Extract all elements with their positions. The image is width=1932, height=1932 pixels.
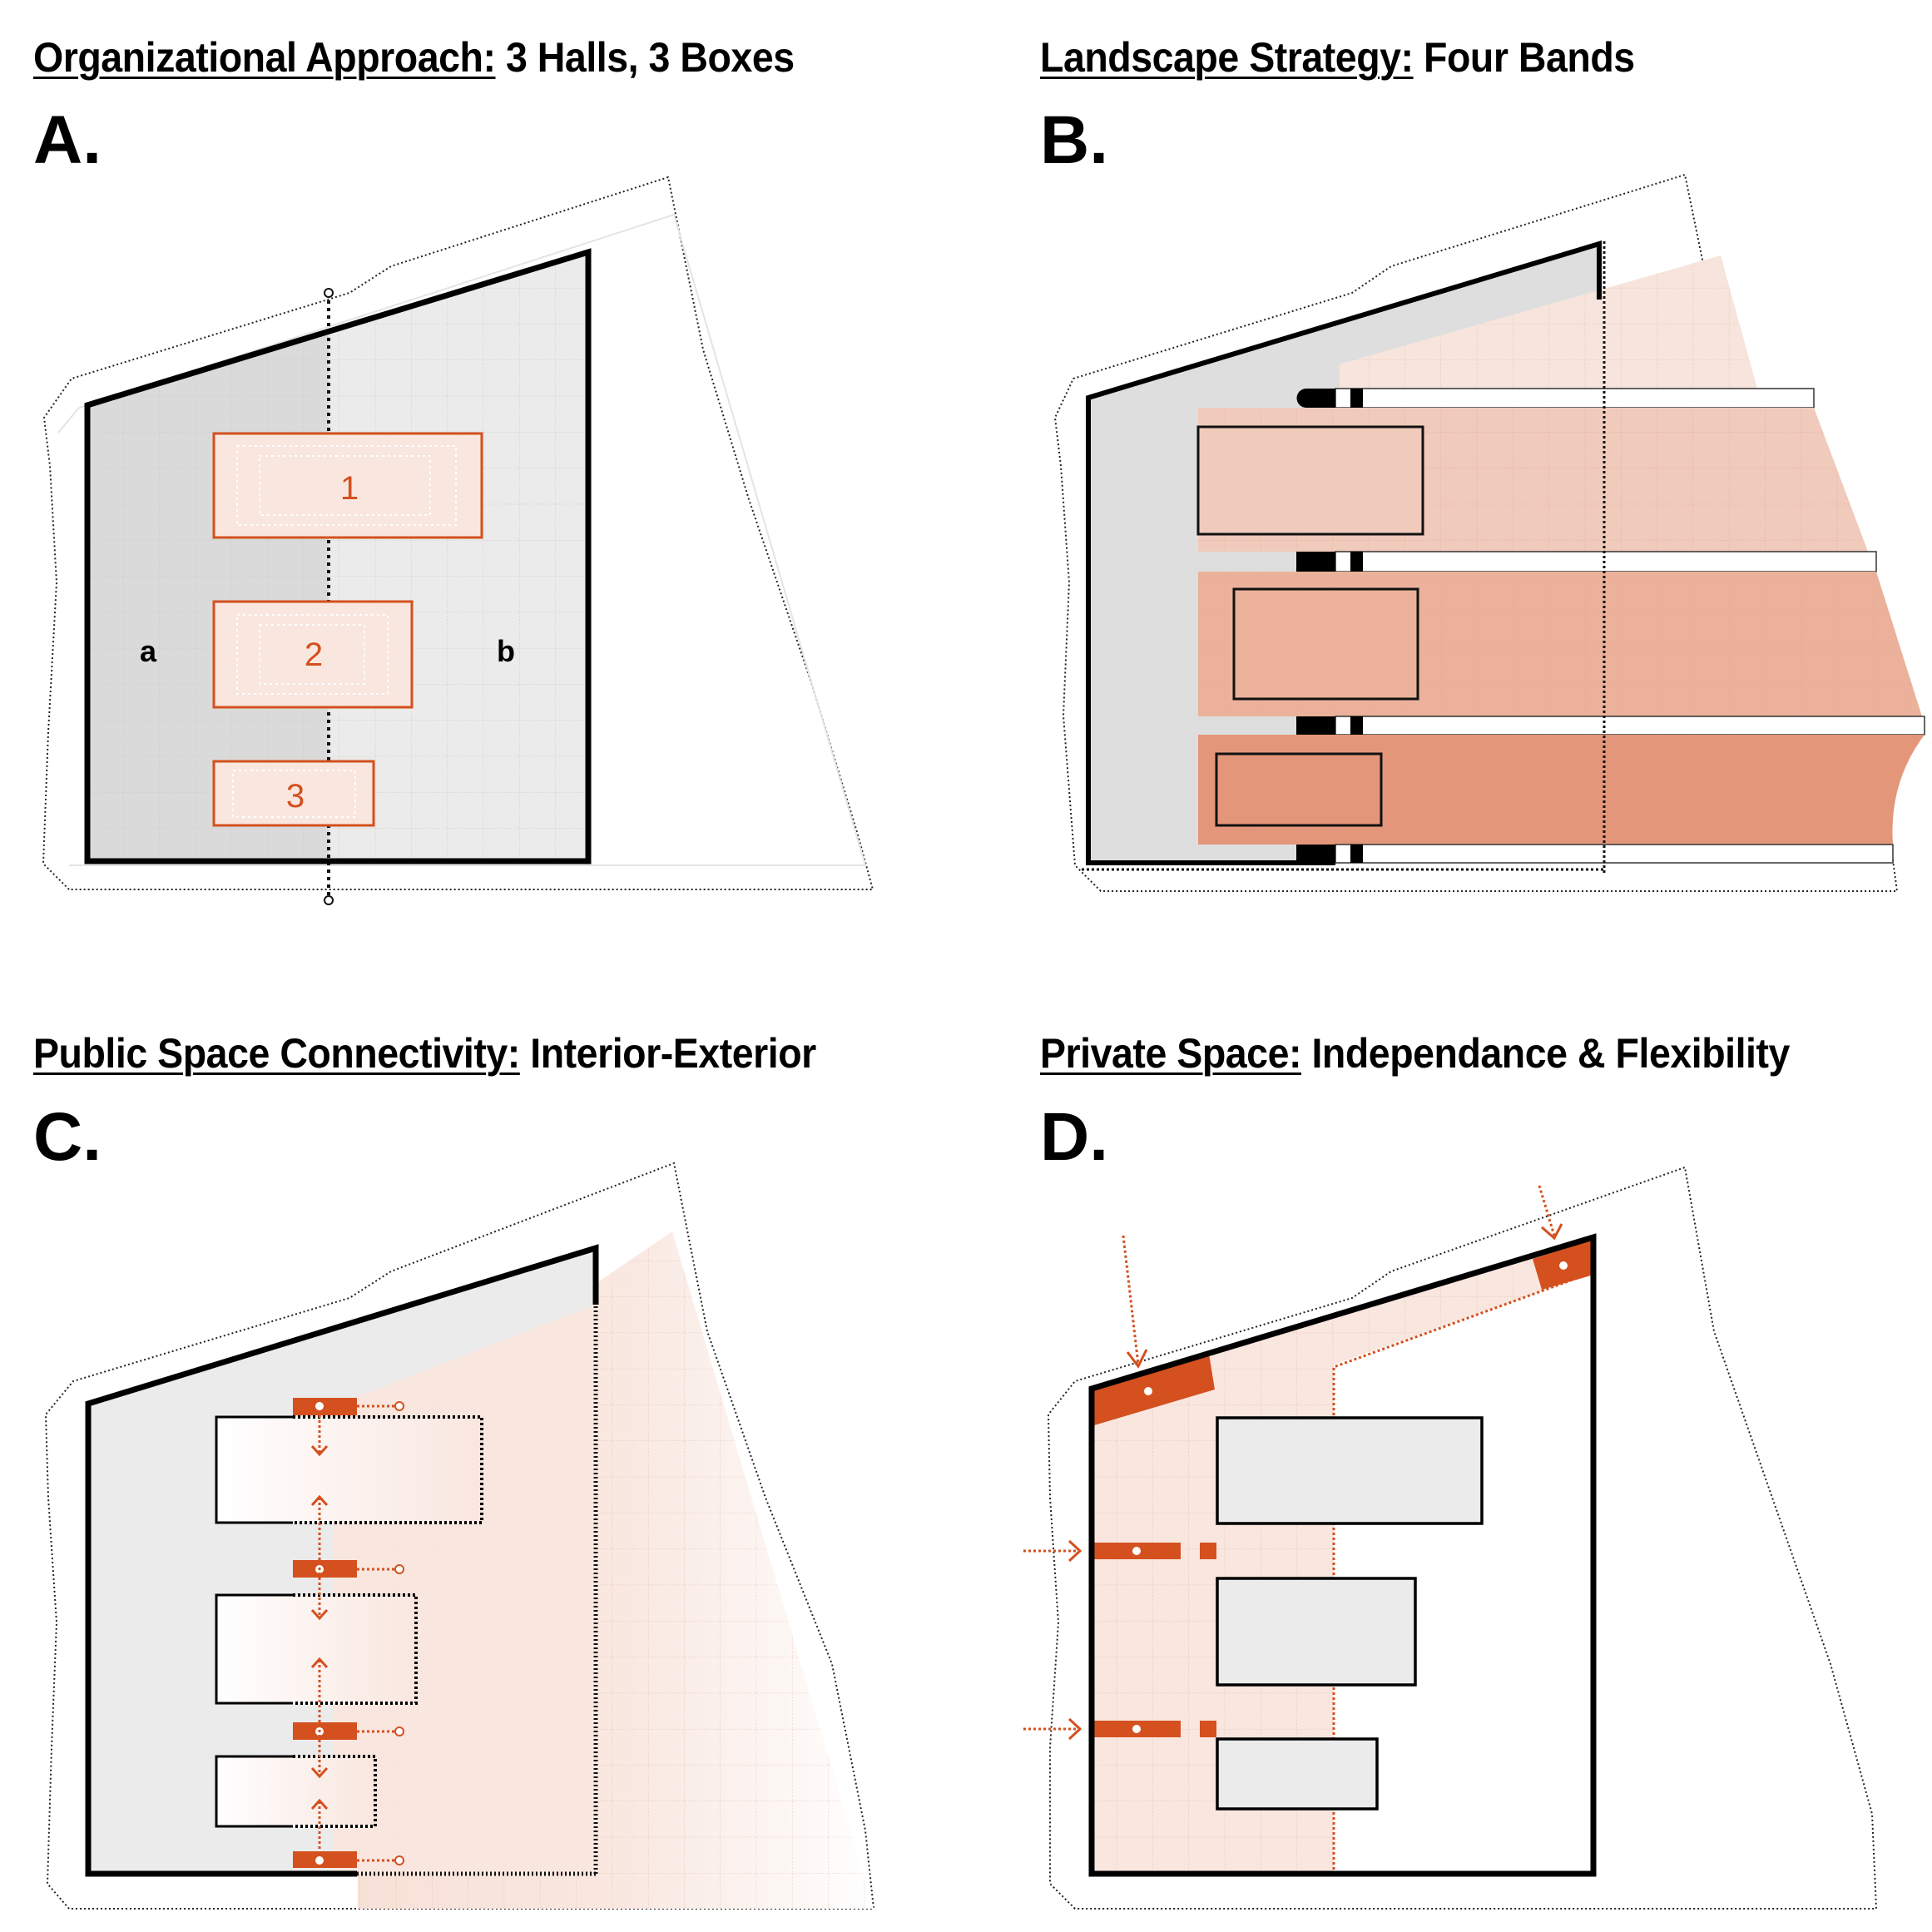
building-outline: [1088, 1233, 1597, 1877]
building-outline: [85, 1244, 599, 1877]
path-strip-4: [1335, 844, 1894, 864]
panel-d-plan: [1023, 1166, 1878, 1910]
panel-c-title-underlined: Public Space Connectivity:: [33, 1030, 520, 1077]
entry-2: [293, 1494, 404, 1621]
panel-b-title-rest: Four Bands: [1413, 34, 1635, 81]
panel-c-title: Public Space Connectivity: Interior-Exte…: [33, 1029, 816, 1077]
box-2: [215, 1593, 418, 1705]
panel-a-letter: A.: [33, 102, 102, 178]
panel-d-title-rest: Independance & Flexibility: [1301, 1030, 1790, 1077]
site-boundary: [44, 1162, 875, 1910]
zone-label-b: b: [497, 634, 515, 668]
entry-4: [293, 1798, 404, 1868]
panel-c-letter: C.: [33, 1099, 102, 1175]
box-3: [215, 1755, 377, 1828]
path-strip-2: [1335, 551, 1877, 572]
panel-b-plan: [1053, 173, 1925, 892]
panel-a-title-rest: 3 Halls, 3 Boxes: [495, 34, 795, 81]
entry-1: [293, 1398, 404, 1457]
axis-end-bottom-icon: [324, 895, 334, 905]
building-outline: [84, 248, 592, 864]
grid-overlay: [87, 252, 588, 861]
box-3: [1215, 752, 1383, 827]
panel-d-title-underlined: Private Space:: [1040, 1030, 1302, 1077]
landscape-band-1-grid: [1340, 255, 1757, 389]
private-entry-side-1: [1023, 1539, 1216, 1563]
entry-3: [293, 1657, 404, 1779]
panel-c-title-rest: Interior-Exterior: [519, 1030, 816, 1077]
box-3: 3: [212, 760, 375, 827]
box-1: 1: [212, 432, 483, 539]
panel-a-title: Organizational Approach: 3 Halls, 3 Boxe…: [33, 33, 795, 82]
box-2-label: 2: [305, 637, 323, 673]
panel-a-title-underlined: Organizational Approach:: [33, 34, 496, 81]
box-1: [215, 1415, 483, 1524]
box-3-label: 3: [286, 778, 305, 815]
box-1-label: 1: [340, 470, 359, 507]
panel-c-plan: [44, 1162, 875, 1910]
panel-b-letter: B.: [1040, 102, 1108, 178]
site-inner-line: [57, 213, 867, 866]
path-strip-3: [1335, 716, 1925, 736]
panel-b-title-underlined: Landscape Strategy:: [1040, 34, 1414, 81]
private-zone-boundary: [1332, 1271, 1592, 1874]
path-strip-1: [1335, 388, 1815, 409]
private-entry-top-left: [1092, 1235, 1215, 1425]
box-2: 2: [212, 600, 414, 709]
private-entry-side-2: [1023, 1717, 1216, 1741]
panel-a-plan: 1 2 3 a b: [42, 176, 874, 905]
zone-label-a: a: [140, 634, 157, 668]
box-1: [1196, 425, 1424, 536]
building-outline: [1086, 240, 1602, 865]
box-3: [1216, 1737, 1379, 1811]
box-1: [1216, 1416, 1484, 1525]
panel-d-letter: D.: [1040, 1099, 1108, 1175]
panel-d-title: Private Space: Independance & Flexibilit…: [1040, 1029, 1790, 1077]
site-boundary: [1047, 1166, 1878, 1910]
private-entry-top-right: [1533, 1185, 1593, 1290]
threshold-markers: [1296, 389, 1363, 863]
panel-b-title: Landscape Strategy: Four Bands: [1040, 33, 1635, 82]
interior-hall: [88, 1248, 596, 1874]
private-zone-grid: [1092, 1237, 1593, 1874]
box-2: [1216, 1577, 1417, 1687]
box-2: [1232, 587, 1419, 701]
axis-end-top-icon: [324, 288, 334, 298]
